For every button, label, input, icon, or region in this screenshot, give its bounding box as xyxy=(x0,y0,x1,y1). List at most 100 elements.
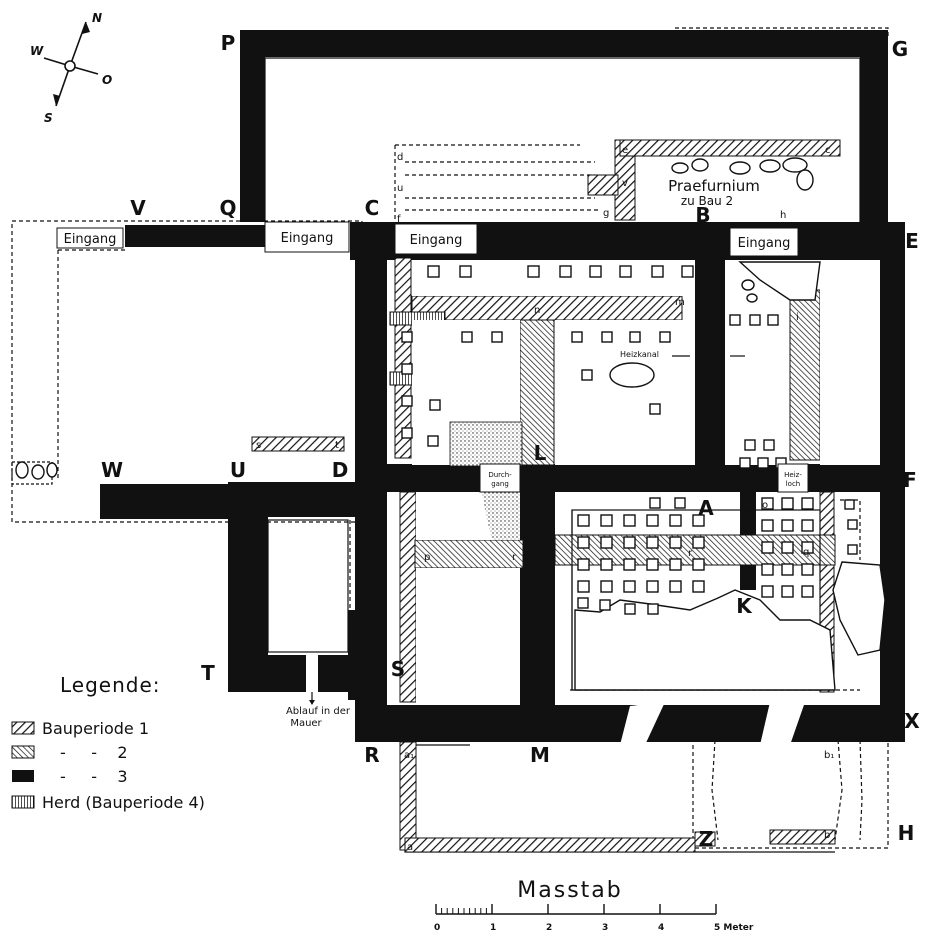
eingang-label-w: Eingang xyxy=(64,232,117,247)
letter-o: o xyxy=(762,500,768,511)
pillar xyxy=(401,395,413,407)
legend-swatch-1 xyxy=(11,721,35,735)
point-M: M xyxy=(530,743,550,767)
letter-n: n xyxy=(534,305,540,316)
scale-tick-label: 1 xyxy=(490,923,496,933)
letter-q: q xyxy=(803,547,809,558)
legend-item-3: - - 3 xyxy=(60,767,128,786)
room-floors xyxy=(412,260,886,705)
point-E: E xyxy=(905,229,919,253)
pillar xyxy=(600,536,613,549)
pillar xyxy=(669,536,682,549)
pillar xyxy=(749,314,761,326)
scale-tick-label: 0 xyxy=(434,923,440,933)
point-C: C xyxy=(365,196,380,220)
legend: Legende: Bauperiode 1 - - 2 - - 3 Herd (… xyxy=(11,673,205,812)
legend-item-4: Herd (Bauperiode 4) xyxy=(42,793,205,812)
letter-s: s xyxy=(256,440,261,451)
point-X: X xyxy=(904,709,920,733)
point-K: K xyxy=(736,594,753,618)
pillar xyxy=(761,585,774,598)
pillar xyxy=(646,558,659,571)
point-R: R xyxy=(364,743,379,767)
legend-swatch-3 xyxy=(12,770,34,782)
point-U: U xyxy=(230,458,246,482)
compass-n: N xyxy=(92,11,102,25)
praefurnium-stones xyxy=(15,157,814,480)
point-D: D xyxy=(332,458,349,482)
pillar xyxy=(623,558,636,571)
pillar xyxy=(429,399,441,411)
point-P: P xyxy=(221,31,236,55)
north-arrow-icon xyxy=(82,22,90,34)
legend-item-1: Bauperiode 1 xyxy=(42,719,149,738)
pillar xyxy=(669,514,682,527)
pillar xyxy=(577,597,589,609)
pillar xyxy=(669,558,682,571)
pillar xyxy=(623,536,636,549)
pillar xyxy=(729,314,741,326)
pillar xyxy=(647,603,659,615)
pillar xyxy=(781,519,794,532)
pillar xyxy=(427,435,439,447)
pillar xyxy=(577,536,590,549)
pillar xyxy=(674,497,686,509)
eingang-label-e: Eingang xyxy=(738,236,791,251)
pillar xyxy=(844,499,855,510)
pillar xyxy=(692,558,705,571)
ablauf-label-1: Ablauf in der xyxy=(286,706,351,717)
letter-r-1: r xyxy=(512,552,517,563)
pillar xyxy=(781,541,794,554)
point-S: S xyxy=(391,657,405,681)
point-letters: P G V Q C E B W U D F D₁ A K L T S R M Y… xyxy=(101,31,920,851)
pillar xyxy=(767,314,779,326)
compass-rose: N S W O xyxy=(30,11,112,125)
letter-d: d xyxy=(397,152,403,163)
pillar xyxy=(649,497,661,509)
pillar xyxy=(461,331,473,343)
letter-m: m xyxy=(675,297,685,308)
pillar xyxy=(669,580,682,593)
heizloch-label-2: loch xyxy=(786,480,801,488)
small-letters: d u f e c v g h n m i o q p r r s t a₁ a… xyxy=(256,145,834,853)
pillar xyxy=(801,585,814,598)
eingang-label-c: Eingang xyxy=(410,233,463,248)
point-Z: Z xyxy=(699,827,714,851)
pillar xyxy=(763,439,775,451)
pillar xyxy=(600,514,613,527)
pillar xyxy=(801,563,814,576)
pillar xyxy=(589,265,602,278)
letter-f: f xyxy=(397,214,401,225)
legend-item-2: - - 2 xyxy=(60,743,128,762)
ablauf-label-2: Mauer xyxy=(290,718,322,729)
scale-tick-label: 4 xyxy=(658,923,664,933)
pillar xyxy=(491,331,503,343)
pillar xyxy=(761,519,774,532)
pillar xyxy=(623,580,636,593)
pillar xyxy=(459,265,472,278)
letter-e: e xyxy=(622,145,628,156)
heizloch-label-1: Heiz- xyxy=(784,471,802,479)
pillar xyxy=(600,580,613,593)
pillar xyxy=(619,265,632,278)
letter-r-2: r xyxy=(688,548,693,559)
pillar xyxy=(527,265,540,278)
pillar xyxy=(646,580,659,593)
point-L: L xyxy=(534,441,547,465)
letter-a: a xyxy=(407,842,413,853)
point-Y: Y xyxy=(698,714,714,738)
point-F: F xyxy=(903,468,917,492)
pillar xyxy=(757,457,769,469)
point-H: H xyxy=(898,821,915,845)
pillar xyxy=(781,497,794,510)
point-D1: D₁ xyxy=(362,521,387,545)
letter-g: g xyxy=(603,208,609,219)
pillar xyxy=(629,331,641,343)
pillar xyxy=(744,439,756,451)
pillar xyxy=(781,563,794,576)
pillar xyxy=(599,599,611,611)
pillar xyxy=(739,457,751,469)
pillar xyxy=(761,563,774,576)
